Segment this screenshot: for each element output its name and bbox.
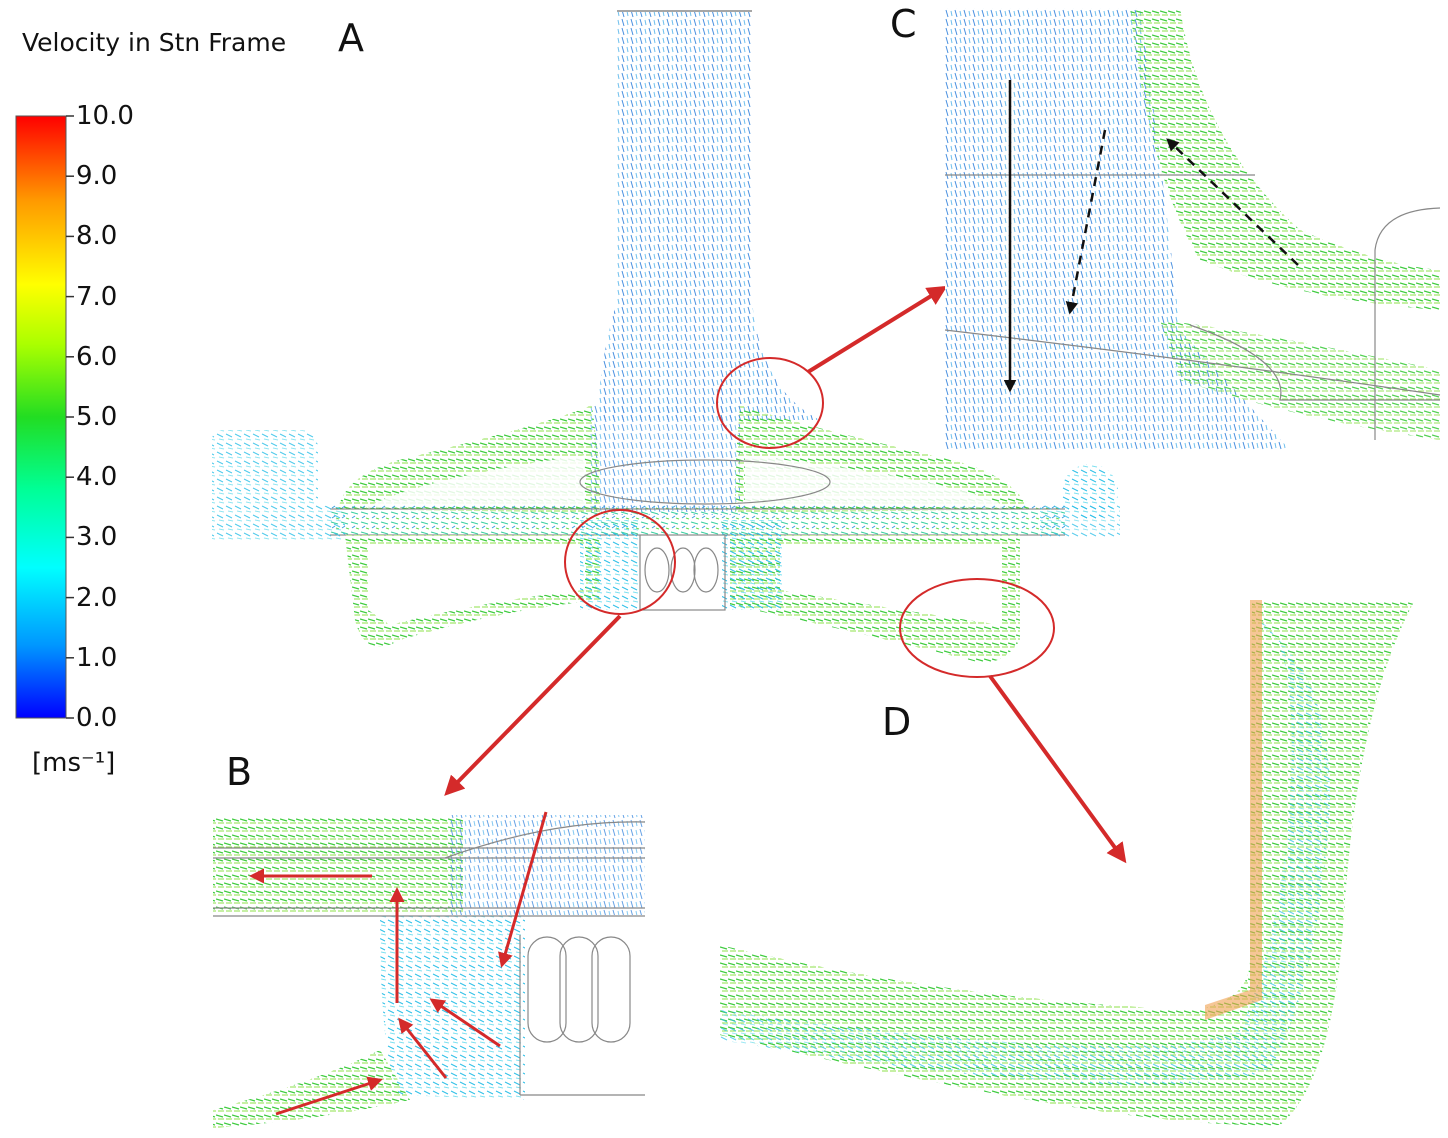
right-nozzle xyxy=(1040,505,1120,537)
left-box xyxy=(212,430,345,540)
panel-b-flow-arrows xyxy=(249,811,548,1116)
panel-b-vortex-region xyxy=(380,915,525,1100)
callout-arrow-d xyxy=(988,674,1127,864)
colorbar-tick-label: 8.0 xyxy=(76,221,118,252)
panel-d-zoom xyxy=(720,600,1415,1126)
left-arm-gap xyxy=(365,455,585,508)
callout-arrow-c xyxy=(806,285,948,374)
panel-b-upper-blue-flow xyxy=(450,815,645,915)
panel-b-outlines xyxy=(213,821,646,1096)
left-vortex-region xyxy=(580,520,640,610)
right-vortex-region xyxy=(722,520,782,610)
colorbar-tick-label: 3.0 xyxy=(76,522,118,553)
colorbar xyxy=(15,115,74,719)
horizontal-bar xyxy=(330,505,1065,535)
colorbar-tick-label: 9.0 xyxy=(76,161,118,192)
colorbar-gradient xyxy=(15,115,67,719)
colorbar-tick-label: 5.0 xyxy=(76,402,118,432)
colorbar-tick-label: 2.0 xyxy=(76,582,118,613)
panel-a-label: A xyxy=(338,16,364,60)
panel-d-label: D xyxy=(882,700,912,744)
panel-b-inlet-flow xyxy=(213,1050,410,1128)
colorbar-tick-label: 0.0 xyxy=(76,703,118,733)
panel-c-blue-flow xyxy=(945,8,1290,450)
panel-c-dashed-arrow-up xyxy=(1166,138,1299,266)
panel-d-outer-cyan xyxy=(720,620,1330,1085)
callout-circle-c xyxy=(716,357,824,449)
panel-b-channel-flow xyxy=(213,818,463,913)
panel-b-label: B xyxy=(226,750,253,794)
panel-b-zoom xyxy=(213,811,648,1130)
colorbar-tick-label: 10.0 xyxy=(76,101,134,131)
lower-right-inner xyxy=(780,545,1002,625)
panel-d-hot-edge xyxy=(1205,600,1262,1020)
panel-c-label: C xyxy=(890,2,917,46)
colorbar-tick-label: 4.0 xyxy=(76,462,118,493)
colorbar-title: Velocity in Stn Frame xyxy=(22,28,287,57)
right-arm-gap xyxy=(745,455,1010,508)
callout-arrow-b xyxy=(444,614,622,796)
callout-circle-b xyxy=(564,509,676,615)
stem-region xyxy=(599,12,820,420)
panel-c-zoom xyxy=(944,8,1441,450)
panel-c-lower-wall-flow xyxy=(1160,320,1440,440)
panel-c-upper-wall-flow xyxy=(1130,8,1440,310)
colorbar-units: [ms⁻¹] xyxy=(32,748,116,778)
callout-circle-d xyxy=(899,578,1055,678)
colorbar-ticks xyxy=(66,115,74,719)
colorbar-tick-label: 6.0 xyxy=(76,341,118,372)
colorbar-tick-label: 7.0 xyxy=(76,281,118,312)
colorbar-tick-label: 1.0 xyxy=(76,642,118,673)
panel-a-flowfield xyxy=(212,10,1127,864)
lower-left-inner xyxy=(368,545,585,625)
central-component-outline xyxy=(579,459,831,611)
